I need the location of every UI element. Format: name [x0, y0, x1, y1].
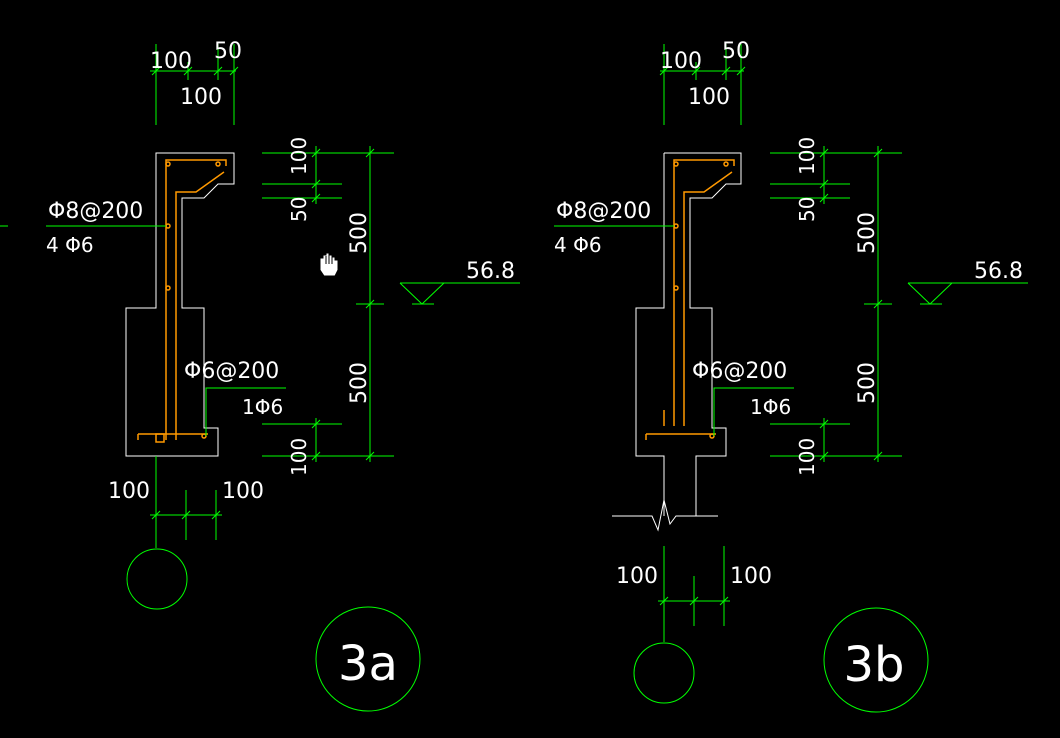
detail-3a-top-dim-left: 100: [150, 49, 192, 74]
detail-3a-elevation-value: 56.8: [466, 259, 515, 284]
detail-3a-rebar-label-2: 4 Φ6: [46, 233, 94, 257]
detail-3b-tag: 3b: [843, 637, 904, 693]
detail-3a-tag-circle: [315, 606, 421, 712]
detail-3b-section-outline: [635, 152, 742, 516]
detail-3a-axis-bubble: [126, 548, 188, 610]
detail-3b: 100 50 100 Φ8@200 4 Φ6 Φ6@200 1Φ6: [554, 39, 1028, 713]
detail-3a-right-dim-100-top: 100: [287, 137, 311, 175]
detail-3a-elevation-marker: [399, 282, 520, 305]
detail-3a-rebar-label-1: Φ8@200: [48, 199, 143, 224]
detail-3a-right-dim-100-bottom: 100: [287, 438, 311, 476]
detail-3a: 100 50 100 Φ8@200 4 Φ6 Φ6@200 1Φ6: [0, 39, 520, 712]
detail-3b-right-dim-100-bottom: 100: [795, 438, 819, 476]
detail-3b-elevation-value: 56.8: [974, 259, 1023, 284]
detail-3a-bottom-dim-right: 100: [222, 479, 264, 504]
detail-3b-break-line: [612, 499, 718, 532]
detail-3b-top-dim-left: 100: [660, 49, 702, 74]
detail-3b-bottom-dim-right: 100: [730, 564, 772, 589]
detail-3a-bottom-dim-left: 100: [108, 479, 150, 504]
detail-3b-right-dim-100-top: 100: [795, 137, 819, 175]
detail-3a-rebar-label-4: 1Φ6: [242, 395, 283, 419]
detail-3b-leaders: [554, 225, 794, 436]
detail-3b-axis-bubble: [633, 642, 695, 704]
hand-pan-icon: [319, 252, 339, 277]
detail-3b-top-dim-right: 50: [722, 39, 750, 64]
detail-3b-rebar: [645, 159, 735, 440]
detail-3b-right-dim-500-bottom: 500: [855, 362, 880, 404]
detail-3b-bottom-dimension: [658, 546, 730, 642]
detail-3b-right-dim-500-top: 500: [855, 212, 880, 254]
detail-3a-rebar-label-3: Φ6@200: [184, 359, 279, 384]
detail-3b-right-dimension: [770, 146, 902, 462]
detail-3a-top-dim-right: 50: [214, 39, 242, 64]
detail-3a-top-dim-total: 100: [180, 85, 222, 110]
detail-3a-rebar: [137, 159, 227, 443]
detail-3b-rebar-label-1: Φ8@200: [556, 199, 651, 224]
detail-3b-right-dim-50: 50: [795, 197, 819, 222]
detail-3a-right-dim-500-top: 500: [347, 212, 372, 254]
detail-3a-section-outline: [125, 152, 235, 457]
detail-3a-bottom-dimension: [150, 456, 222, 548]
detail-3b-elevation-marker: [907, 282, 1028, 305]
detail-3a-right-dim-500-bottom: 500: [347, 362, 372, 404]
detail-3b-rebar-label-4: 1Φ6: [750, 395, 791, 419]
detail-3b-rebar-label-3: Φ6@200: [692, 359, 787, 384]
detail-3b-rebar-label-2: 4 Φ6: [554, 233, 602, 257]
detail-3a-top-dimension: [150, 44, 239, 125]
detail-3a-right-dim-50: 50: [287, 197, 311, 222]
detail-3b-top-dim-total: 100: [688, 85, 730, 110]
detail-3b-top-dimension: [659, 44, 746, 125]
detail-3b-bottom-dim-left: 100: [616, 564, 658, 589]
detail-3a-leaders: [0, 225, 286, 436]
detail-3b-tag-circle: [823, 607, 929, 713]
detail-3a-right-dimension: [262, 146, 394, 462]
detail-3a-tag: 3a: [338, 636, 398, 692]
